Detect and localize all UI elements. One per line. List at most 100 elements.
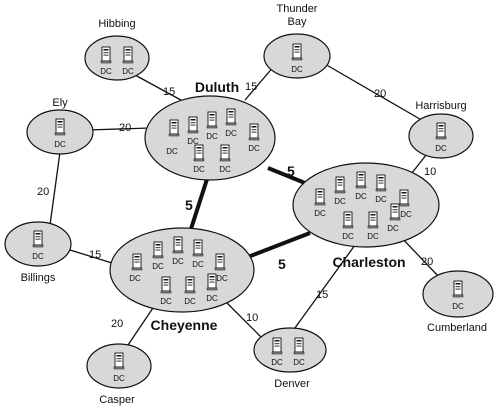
dc-label: DC (452, 302, 464, 311)
server-icon (291, 43, 303, 61)
link-cheyenne-charleston (239, 231, 311, 262)
site-harrisburg: Harrisburg DC (408, 100, 474, 159)
cost-ely-duluth: 20 (119, 122, 131, 134)
site-name-harrisburg: Harrisburg (415, 100, 466, 112)
site-name-billings: Billings (21, 272, 56, 284)
server-icon (206, 111, 218, 129)
cost-cheyenne-charleston: 5 (278, 256, 286, 272)
dc-label: DC (219, 165, 231, 174)
cost-charleston-denver: 15 (316, 289, 328, 301)
cost-thunderbay-harrisburg: 20 (374, 88, 386, 100)
link-charleston-cumberland (397, 233, 441, 279)
cost-cheyenne-denver: 10 (246, 312, 258, 324)
server-icon (113, 352, 125, 370)
cost-duluth-charleston: 5 (287, 163, 295, 179)
link-duluth-cheyenne (188, 175, 210, 233)
site-thunder-bay: Thunder Bay DC (263, 3, 331, 79)
dc-label: DC (160, 297, 172, 306)
server-icon (389, 203, 401, 221)
server-icon (54, 118, 66, 136)
server-icon (193, 144, 205, 162)
cost-harrisburg-charleston: 10 (424, 166, 436, 178)
server-icon (184, 276, 196, 294)
cost-thunderbay-duluth: 15 (245, 81, 257, 93)
site-charleston: DC DC DC DC DC DC DC DC Charleston (292, 162, 440, 270)
server-icon (131, 253, 143, 271)
site-name-casper: Casper (99, 394, 135, 406)
server-icon (32, 230, 44, 248)
cost-billings-cheyenne: 15 (89, 249, 101, 261)
cost-charleston-cumberland: 20 (421, 256, 433, 268)
cost-ely-billings: 20 (37, 186, 49, 198)
server-icon (375, 174, 387, 192)
server-icon (172, 236, 184, 254)
dc-label: DC (355, 192, 367, 201)
link-duluth-charleston (267, 166, 306, 185)
dc-label: DC (32, 252, 44, 261)
server-icon (152, 241, 164, 259)
site-name-denver: Denver (274, 378, 310, 390)
dc-label: DC (113, 374, 125, 383)
site-casper: DC Casper (86, 343, 152, 406)
server-icon (334, 176, 346, 194)
dc-label: DC (129, 274, 141, 283)
dc-label: DC (334, 197, 346, 206)
dc-label: DC (187, 137, 199, 146)
server-icon (219, 144, 231, 162)
site-name-duluth: Duluth (195, 79, 239, 95)
dc-label: DC (166, 147, 178, 156)
dc-label: DC (248, 144, 260, 153)
site-name-charleston: Charleston (332, 254, 405, 270)
server-icon (187, 116, 199, 134)
server-icon (452, 280, 464, 298)
dc-label: DC (400, 210, 412, 219)
server-icon (192, 239, 204, 257)
cost-cheyenne-casper: 20 (111, 318, 123, 330)
dc-label: DC (193, 165, 205, 174)
site-ely: Ely DC (26, 97, 94, 155)
site-name-ely: Ely (52, 97, 68, 109)
dc-label: DC (387, 224, 399, 233)
server-icon (398, 189, 410, 207)
dc-label: DC (152, 262, 164, 271)
server-icon (214, 253, 226, 271)
site-name-cheyenne: Cheyenne (151, 317, 218, 333)
dc-label: DC (100, 67, 112, 76)
site-name-cumberland: Cumberland (427, 322, 487, 334)
dc-label: DC (271, 358, 283, 367)
link-ely-billings (49, 151, 61, 226)
dc-label: DC (184, 297, 196, 306)
dc-label: DC (314, 209, 326, 218)
link-thunderbay-harrisburg (317, 59, 426, 123)
link-cheyenne-casper (127, 304, 156, 346)
site-billings: DC Billings (4, 221, 72, 284)
dc-label: DC (216, 274, 228, 283)
server-icon (367, 211, 379, 229)
link-charleston-denver (291, 244, 356, 333)
server-icon (122, 46, 134, 64)
server-icon (314, 188, 326, 206)
site-cheyenne: DC DC DC DC DC DC DC DC Cheyenne (109, 227, 255, 333)
cost-duluth-cheyenne: 5 (185, 197, 193, 213)
server-icon (293, 337, 305, 355)
dc-label: DC (54, 140, 66, 149)
site-duluth: Duluth DC DC DC DC DC DC DC (144, 79, 276, 181)
site-name-thunder-bay-line2: Bay (288, 16, 307, 28)
server-icon (248, 123, 260, 141)
site-name-hibbing: Hibbing (98, 18, 135, 30)
dc-label: DC (367, 232, 379, 241)
site-name-thunder-bay-line1: Thunder (277, 3, 318, 15)
dc-label: DC (293, 358, 305, 367)
link-thunderbay-duluth (244, 64, 276, 101)
server-icon (100, 46, 112, 64)
server-icon (435, 122, 447, 140)
server-icon (271, 337, 283, 355)
dc-label: DC (192, 260, 204, 269)
dc-label: DC (435, 144, 447, 153)
server-icon (225, 108, 237, 126)
site-cumberland: DC Cumberland (422, 270, 494, 334)
server-icon (168, 119, 180, 137)
dc-label: DC (225, 129, 237, 138)
link-ely-duluth (87, 127, 151, 131)
